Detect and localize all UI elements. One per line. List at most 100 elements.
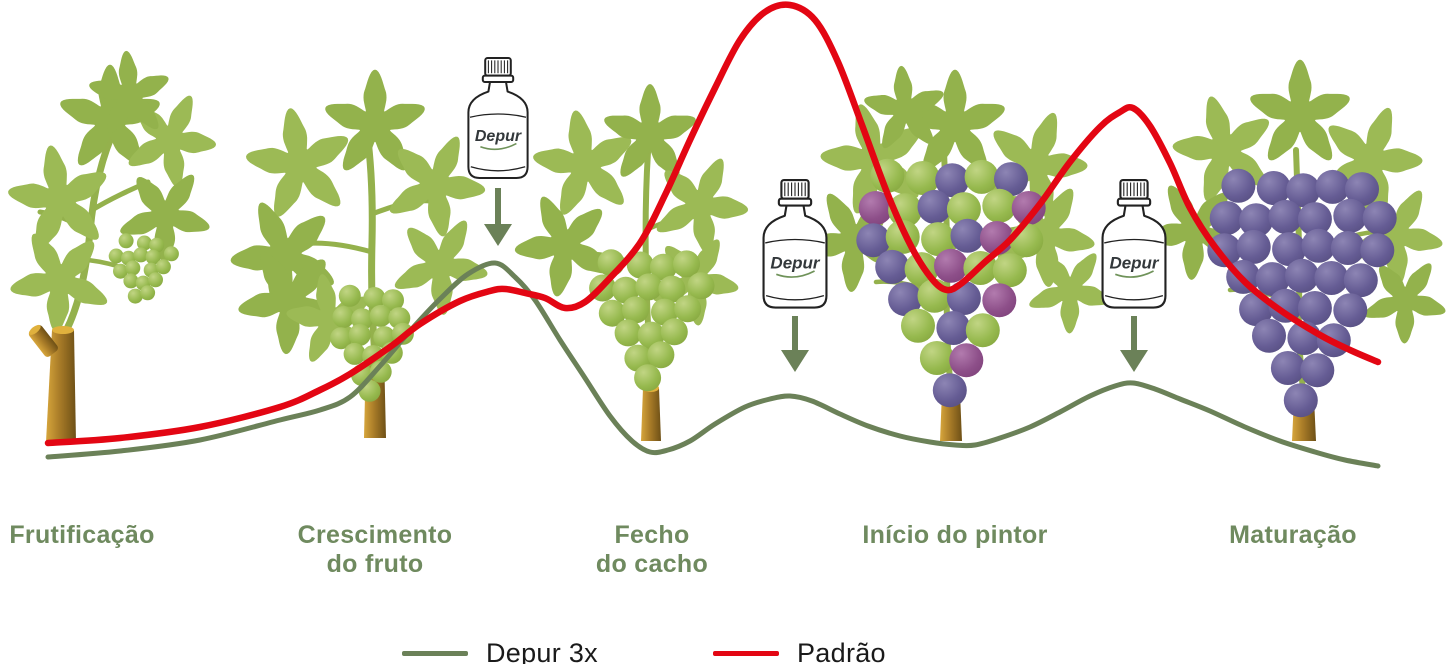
grapevine-inicio-do-pintor bbox=[787, 62, 1128, 441]
grape-berry bbox=[875, 249, 910, 284]
stage-label-frutificacao: Frutificação bbox=[9, 521, 155, 549]
depur-bottle-icon: Depur bbox=[1101, 178, 1167, 309]
grape-berry bbox=[622, 296, 649, 324]
grape-berry bbox=[330, 327, 353, 350]
trunk bbox=[641, 386, 661, 441]
grape-berry bbox=[1272, 232, 1307, 267]
grape-berry bbox=[148, 272, 163, 288]
bottle-product-label: Depur bbox=[770, 253, 821, 272]
grape-berry bbox=[965, 313, 1000, 348]
grape-berry bbox=[382, 289, 404, 312]
grape-berry bbox=[1270, 351, 1305, 385]
grape-berry bbox=[635, 273, 663, 301]
depur-bottle-icon: Depur bbox=[762, 178, 828, 309]
grape-berry bbox=[1209, 201, 1244, 235]
grape-berry bbox=[649, 253, 677, 281]
grape-berry bbox=[660, 318, 688, 346]
grape-berry bbox=[634, 364, 662, 392]
grape-berry bbox=[673, 250, 700, 278]
grape-berry bbox=[369, 304, 392, 327]
grape-berry bbox=[113, 263, 128, 279]
grape-berry bbox=[858, 191, 893, 225]
grape-berry bbox=[1301, 228, 1336, 263]
grape-berry bbox=[1333, 293, 1368, 328]
grape-berry bbox=[1268, 199, 1303, 234]
grape-berry bbox=[1256, 171, 1291, 205]
stage-label-maturacao: Maturação bbox=[1229, 521, 1357, 549]
grape-berry bbox=[1207, 233, 1242, 268]
trend-curves bbox=[44, 1, 1382, 469]
grape-berry bbox=[348, 323, 371, 346]
legend-item-padrao: Padrão bbox=[713, 638, 886, 664]
grape-berry bbox=[992, 253, 1027, 288]
grape-berry bbox=[108, 248, 124, 264]
depur-bottle-icon: Depur bbox=[467, 56, 529, 180]
grape-berry bbox=[133, 247, 149, 263]
stage-label-inicio-do-pintor: Início do pintor bbox=[862, 521, 1048, 549]
grape-berry bbox=[856, 223, 891, 258]
grape-berry bbox=[1314, 261, 1349, 295]
legend-label: Padrão bbox=[797, 638, 886, 664]
grape-berry bbox=[1362, 201, 1397, 235]
grapevine-fecho-do-cacho bbox=[499, 84, 763, 441]
trunk-cut bbox=[52, 326, 74, 334]
grape-berry bbox=[123, 273, 139, 289]
grape-berry bbox=[946, 192, 981, 227]
application-arrow-icon bbox=[484, 188, 512, 246]
stage-label-fecho-do-cacho: Fecho do cacho bbox=[595, 521, 709, 578]
grape-berry bbox=[363, 287, 386, 309]
depur-applications: Depur Depur Depur bbox=[467, 56, 1167, 372]
bottle-product-label: Depur bbox=[475, 128, 522, 145]
grape-berry bbox=[1297, 202, 1332, 237]
grape-berry bbox=[917, 189, 952, 224]
grape-berry bbox=[149, 237, 165, 253]
grape-berry bbox=[1011, 191, 1046, 225]
grape-berry bbox=[343, 342, 366, 365]
grape-berry bbox=[687, 272, 715, 300]
depur-3x-line-swatch bbox=[402, 651, 468, 656]
grape-berry bbox=[1333, 198, 1368, 233]
grape-berry bbox=[118, 233, 134, 249]
grape-berry bbox=[964, 159, 999, 194]
grape-berry bbox=[1239, 203, 1274, 238]
grape-berry bbox=[140, 285, 156, 301]
grape-berry bbox=[982, 188, 1017, 223]
grape-berry bbox=[1286, 173, 1321, 208]
grape-berry bbox=[1360, 233, 1395, 268]
legend-label: Depur 3x bbox=[486, 638, 598, 664]
grape-leaf-icon bbox=[1250, 59, 1350, 161]
grape-berry bbox=[1345, 172, 1379, 207]
grape-berry bbox=[614, 319, 642, 347]
padrao-curve bbox=[44, 1, 1382, 447]
trunk bbox=[46, 328, 76, 442]
grape-berry bbox=[932, 373, 967, 408]
grape-berry bbox=[145, 249, 161, 265]
grape-berry bbox=[1255, 262, 1290, 297]
grape-berry bbox=[1297, 291, 1332, 325]
grape-berry bbox=[936, 311, 971, 345]
grape-berry bbox=[901, 308, 935, 343]
application-arrow-icon bbox=[781, 316, 809, 372]
grape-berry bbox=[338, 284, 361, 307]
grape-berry bbox=[647, 341, 675, 369]
grape-berry bbox=[1330, 231, 1365, 265]
grape-berry bbox=[1343, 263, 1378, 298]
grape-berry bbox=[950, 218, 985, 253]
grape-berry bbox=[369, 360, 392, 383]
grape-leaf-icon bbox=[1, 136, 117, 254]
grapevine-illustrations bbox=[0, 47, 1446, 442]
padrao-line-swatch bbox=[713, 651, 779, 656]
grape-berry bbox=[982, 283, 1017, 318]
grape-berry bbox=[994, 162, 1028, 197]
grape-berry bbox=[1315, 169, 1350, 204]
grape-berry bbox=[1221, 168, 1256, 203]
grape-berry bbox=[1009, 223, 1044, 258]
grape-berry bbox=[1285, 258, 1319, 293]
grape-berry bbox=[155, 259, 171, 275]
grape-berry bbox=[921, 222, 956, 257]
grape-berry bbox=[125, 260, 141, 276]
grape-berry bbox=[919, 341, 954, 375]
grape-berry bbox=[674, 295, 702, 323]
